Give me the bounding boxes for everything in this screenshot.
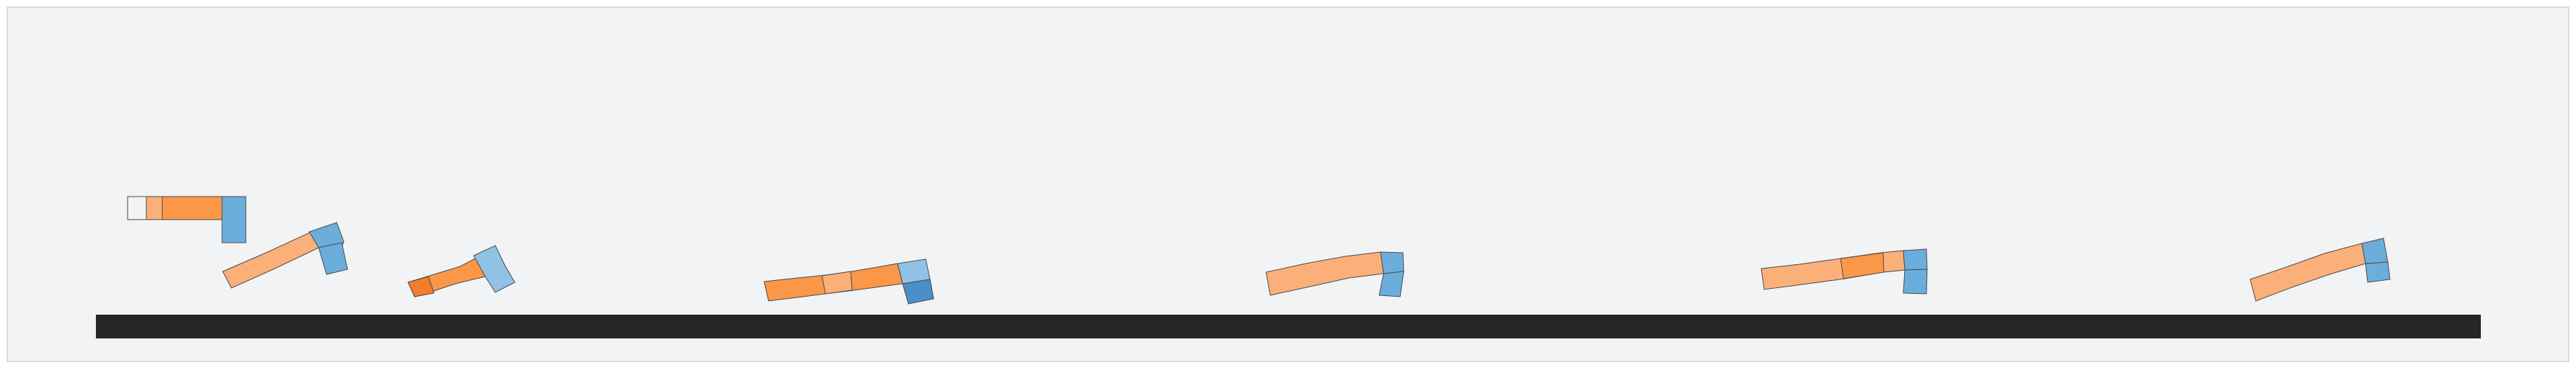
figure-5-neck [1380, 251, 1404, 274]
figure-7-neck [2361, 238, 2389, 264]
figure-6-neck [1903, 248, 1928, 271]
figure-1-head [221, 196, 247, 243]
ground-bar [96, 315, 2481, 338]
figure-6-head [1903, 269, 1928, 295]
figure-7 [2249, 238, 2391, 302]
figure-7-head [2365, 261, 2391, 283]
figure-2 [222, 222, 348, 289]
figure-3-tail [407, 276, 435, 297]
figure-3-head [473, 245, 515, 293]
figure-4-body-highlight [821, 271, 853, 295]
figure-2-head [318, 242, 348, 275]
figure-5-head [1378, 271, 1404, 297]
figure-3 [407, 245, 515, 297]
figure-1 [127, 196, 247, 243]
figure-6 [1761, 248, 1928, 295]
figure-4-head [902, 279, 934, 305]
figure-1-body-tail [146, 196, 163, 220]
figure-5 [1265, 251, 1404, 297]
panel-background [6, 6, 2570, 362]
figure-6-body-mid [1840, 252, 1885, 279]
figure-4 [763, 259, 934, 305]
